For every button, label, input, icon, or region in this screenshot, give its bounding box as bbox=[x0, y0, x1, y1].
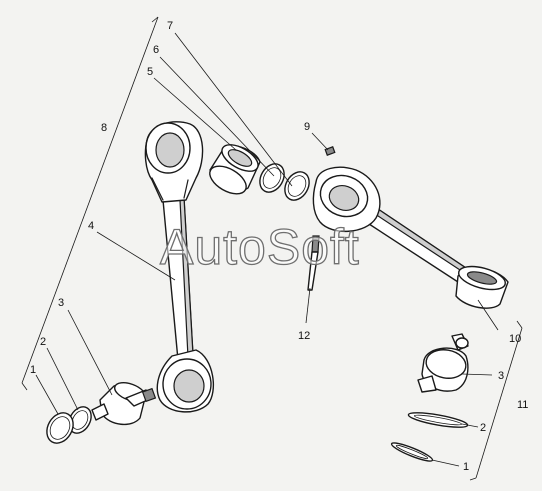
ring-right-part-1 bbox=[390, 442, 434, 462]
joint-right-part-3 bbox=[417, 333, 469, 393]
callout-11: 11 bbox=[517, 399, 528, 411]
callout-2-right: 2 bbox=[480, 422, 486, 434]
bushing-part-5 bbox=[209, 144, 261, 195]
callout-labels: 7 6 5 8 4 9 10 12 3 2 1 3 11 2 1 bbox=[30, 20, 528, 473]
callout-10: 10 bbox=[509, 333, 521, 345]
watermark: AutoSoft bbox=[160, 219, 360, 275]
leader-lines bbox=[35, 32, 499, 467]
callout-2-left: 2 bbox=[40, 336, 46, 348]
callout-8: 8 bbox=[101, 122, 107, 134]
bracket-11 bbox=[469, 320, 523, 481]
callout-3-left: 3 bbox=[58, 297, 64, 309]
arm-part-10 bbox=[312, 166, 509, 309]
callout-1-right: 1 bbox=[463, 461, 469, 473]
ring-left-part-2 bbox=[68, 406, 92, 434]
callout-4: 4 bbox=[88, 220, 94, 232]
rod-part-4 bbox=[144, 121, 215, 413]
callout-12: 12 bbox=[298, 330, 310, 342]
callout-9: 9 bbox=[304, 121, 310, 133]
callout-5: 5 bbox=[147, 66, 153, 78]
ring-part-7 bbox=[284, 171, 310, 201]
ring-left-part-1 bbox=[46, 412, 74, 444]
callout-3-right: 3 bbox=[498, 370, 504, 382]
callout-6: 6 bbox=[153, 44, 159, 56]
ring-part-6 bbox=[259, 163, 285, 193]
bolt-part-12 bbox=[307, 235, 320, 291]
callout-7: 7 bbox=[167, 20, 173, 32]
callout-1-left: 1 bbox=[30, 364, 36, 376]
fitting-part-9 bbox=[324, 146, 336, 156]
bracket-8 bbox=[21, 16, 159, 391]
ring-right-part-2 bbox=[407, 412, 469, 428]
joint-left-part-3 bbox=[91, 382, 157, 425]
